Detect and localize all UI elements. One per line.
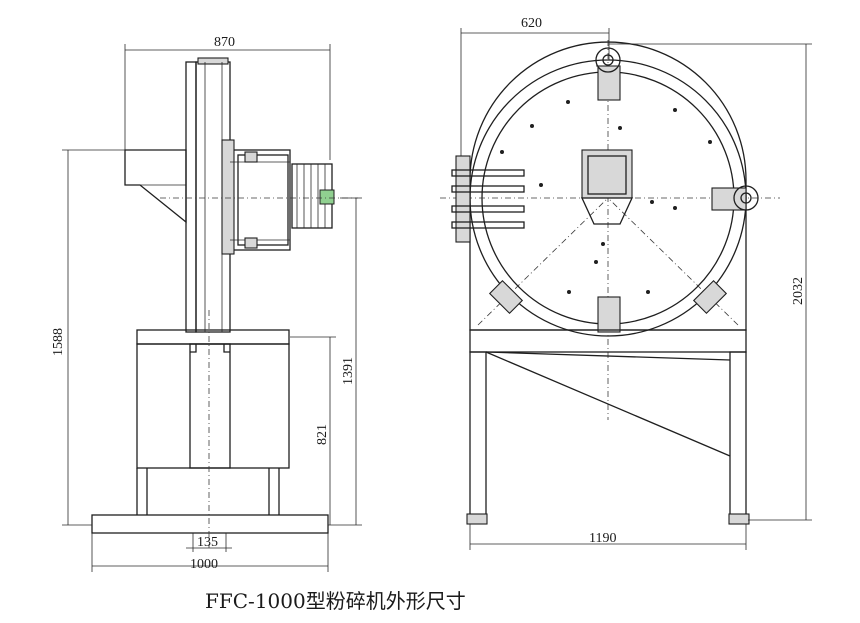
dim-1190: 1190	[589, 531, 616, 546]
front-vent-lugs	[488, 279, 728, 315]
front-bottom-dimension: 1190	[469, 524, 747, 550]
front-right-lifting-eye	[711, 185, 759, 211]
front-hinge-assembly	[451, 155, 525, 243]
side-bottom-dimensions: 1000 135	[91, 533, 329, 572]
side-motor-housing	[221, 139, 291, 255]
dim-2032: 2032	[791, 277, 806, 305]
side-vertical-dimensions: 1588 1391 821	[51, 149, 362, 526]
front-top-lifting-eye	[595, 47, 621, 101]
side-stand	[91, 310, 329, 548]
front-bolt-holes	[500, 100, 712, 294]
front-feed-hopper	[580, 149, 634, 225]
dim-1000: 1000	[190, 557, 218, 572]
drawing-caption: FFC-1000型粉碎机外形尺寸	[205, 589, 466, 613]
dim-821: 821	[315, 424, 330, 445]
front-bottom-lug	[597, 296, 621, 333]
side-pulley	[160, 163, 358, 229]
front-view: 620	[440, 16, 812, 550]
dim-620: 620	[521, 16, 542, 31]
dim-135: 135	[197, 535, 218, 550]
dim-870: 870	[214, 35, 235, 50]
dim-1588: 1588	[51, 328, 66, 356]
dim-1391: 1391	[341, 357, 356, 385]
side-view: 870	[51, 35, 362, 572]
front-vertical-dimension: 2032	[609, 43, 812, 521]
front-stand	[466, 329, 750, 525]
side-hopper	[124, 149, 187, 224]
side-top-dimension: 870	[124, 35, 331, 160]
